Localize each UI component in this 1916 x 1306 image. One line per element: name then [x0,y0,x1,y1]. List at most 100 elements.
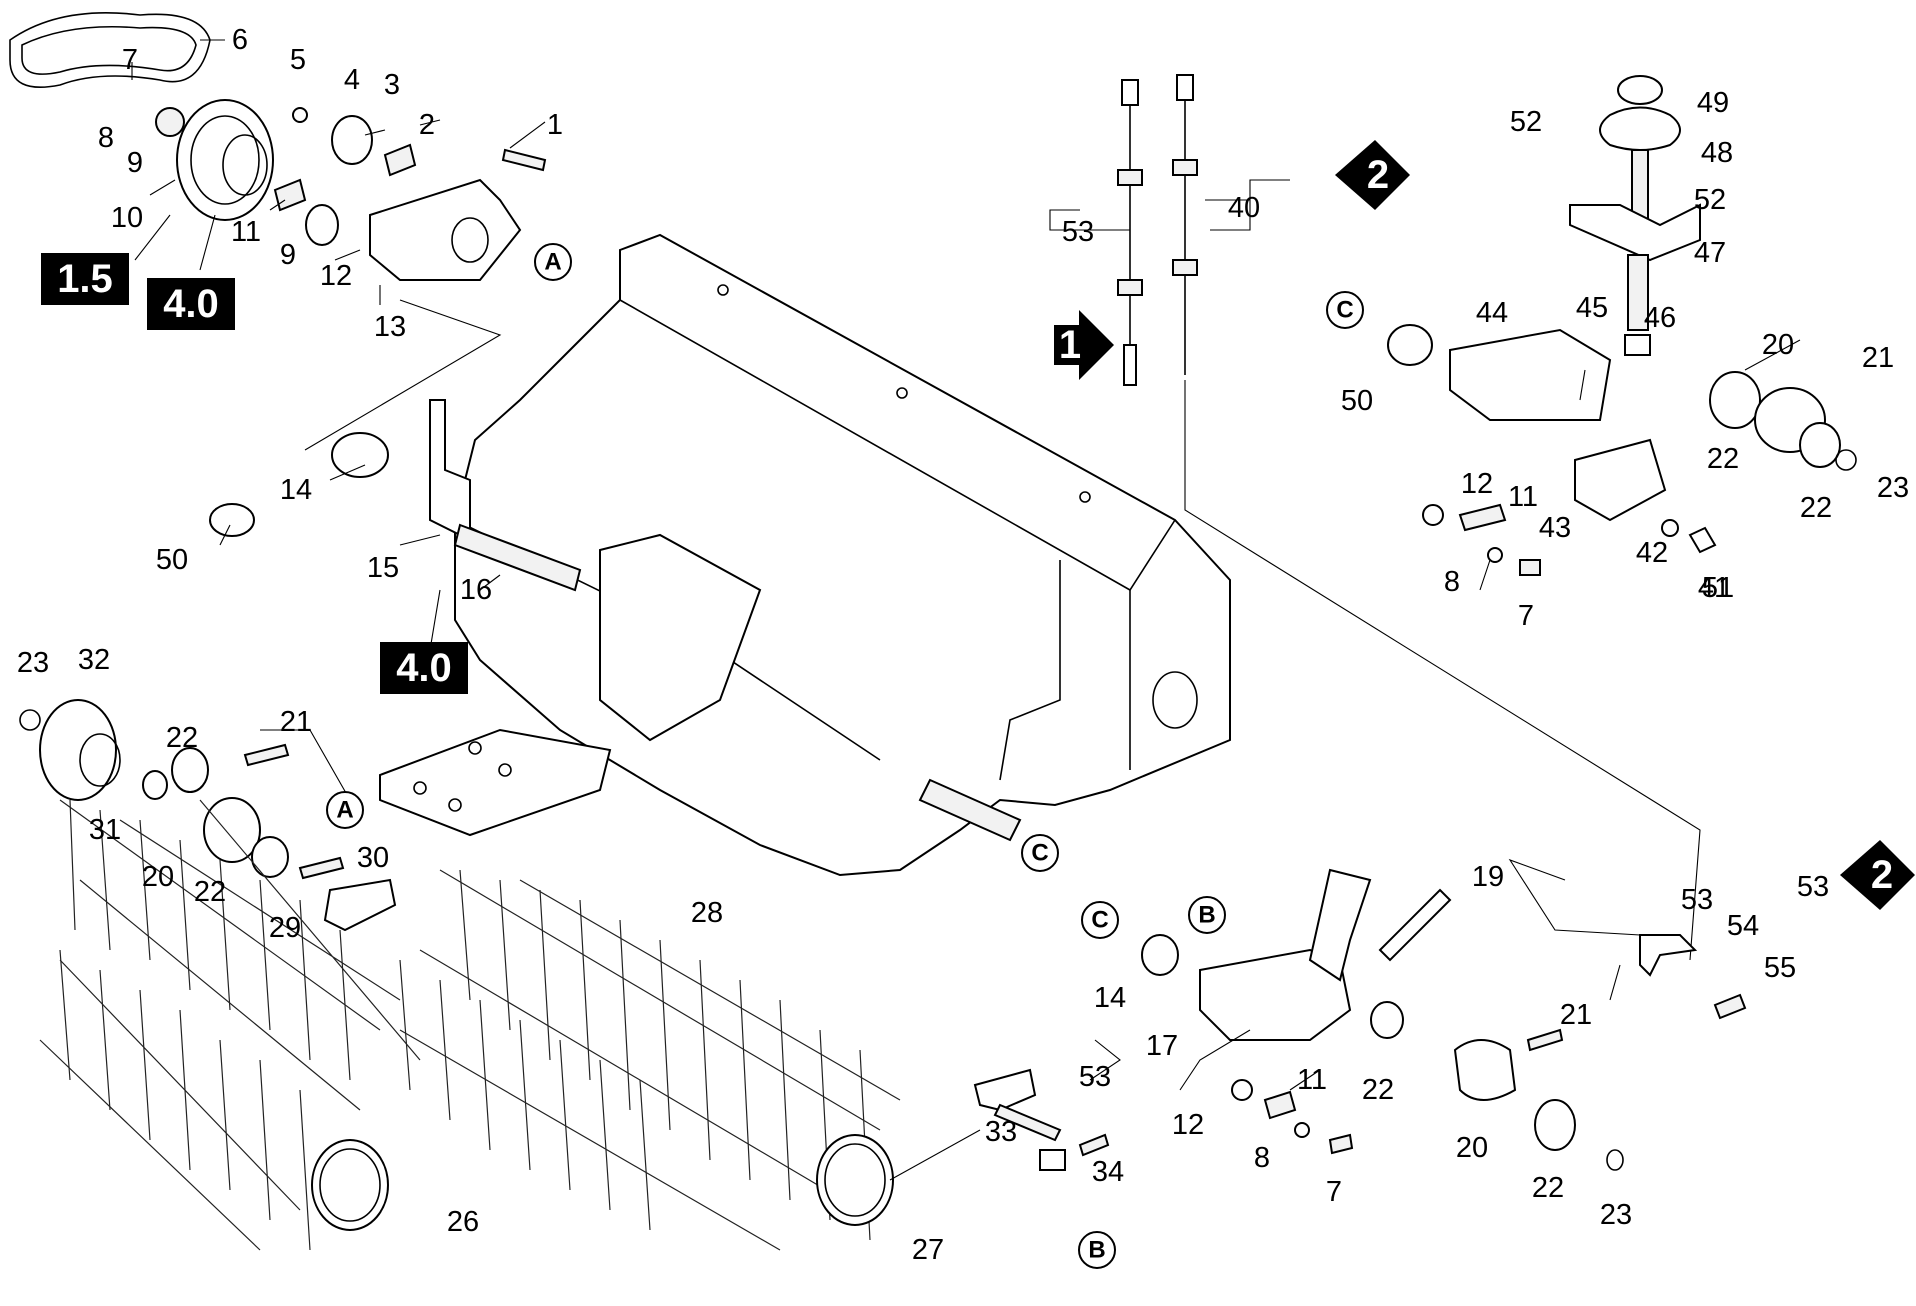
part-label: 12 [1461,468,1493,500]
part-label: 23 [17,647,49,679]
part-label: 26 [447,1206,479,1238]
part-label: 8 [1444,566,1460,598]
ref-letter: C [1031,840,1048,867]
part-label: 22 [1707,443,1739,475]
part-label: 15 [367,552,399,584]
part-label: 1 [547,109,563,141]
part-label: 31 [89,814,121,846]
part-label: 20 [142,861,174,893]
part-label: 53 [1079,1061,1111,1093]
part-label: 22 [194,876,226,908]
part-label: 11 [1508,481,1538,513]
part-label: 27 [912,1234,944,1266]
ref-letter: B [1088,1237,1105,1264]
part-label: 17 [1146,1030,1178,1062]
connector-arrow-number: 2 [1367,153,1389,197]
part-label: 33 [985,1116,1017,1148]
part-label: 52 [1694,184,1726,216]
ref-letter: A [336,797,353,824]
part-label: 23 [1877,472,1909,504]
brush-roller-left [39,799,421,1251]
part-label: 21 [1862,342,1894,374]
part-label: 55 [1764,952,1796,984]
part-label: 10 [111,202,143,234]
connector-arrow-number: 1 [1059,323,1081,367]
part-label: 5 [290,44,306,76]
adjustment-mechanism [1387,75,1857,576]
part-label: 22 [1800,492,1832,524]
part-label: 20 [1456,1132,1488,1164]
ref-letter: A [544,249,561,276]
part-label: 7 [1518,600,1534,632]
part-label: 44 [1476,297,1508,329]
part-label: 7 [1326,1176,1342,1208]
part-label: 50 [1341,385,1373,417]
part-number-labels: 1 2 3 4 5 6 7 8 9 10 11 9 12 13 14 50 15… [17,24,1909,1266]
part-label: 16 [460,574,492,606]
part-label: 28 [691,897,723,929]
main-housing [379,233,1231,877]
part-label: 4 [344,64,360,96]
lower-right-assembly [1141,868,1747,1171]
value-box-label: 4.0 [396,646,452,690]
part-label: 40 [1228,192,1260,224]
part-label: 53 [1062,216,1094,248]
part-label: 51 [1702,572,1734,604]
part-label: 45 [1576,292,1608,324]
part-label: 23 [1600,1199,1632,1231]
part-label: 9 [127,147,143,179]
part-label: 22 [166,722,198,754]
part-label: 12 [1172,1109,1204,1141]
value-box-label: 1.5 [57,257,113,301]
part-label: 47 [1694,237,1726,269]
part-label: 22 [1362,1074,1394,1106]
part-label: 7 [122,44,138,76]
part-label: 54 [1727,910,1759,942]
leader-lines [131,39,1801,1181]
value-box-label: 4.0 [163,282,219,326]
part-label: 20 [1762,329,1794,361]
pulley-assembly [9,12,547,537]
part-label: 53 [1797,871,1829,903]
part-label: 14 [1094,982,1126,1014]
part-label: 8 [98,122,114,154]
part-label: 11 [1297,1064,1327,1096]
part-label: 8 [1254,1142,1270,1174]
part-label: 9 [280,239,296,271]
part-label: 29 [269,912,301,944]
ref-letter: B [1198,902,1215,929]
part-label: 21 [280,706,312,738]
part-label: 52 [1510,106,1542,138]
part-label: 6 [232,24,248,56]
part-label: 22 [1532,1172,1564,1204]
connector-arrows: 1 2 2 [1054,140,1915,910]
lower-pulley-assembly [19,699,397,932]
ref-letter: C [1336,297,1353,324]
connector-arrow-number: 2 [1871,853,1893,897]
part-label: 49 [1697,87,1729,119]
brush-roller-right [399,869,1110,1251]
part-label: 53 [1681,884,1713,916]
part-label: 21 [1560,999,1592,1031]
part-label: 2 [419,109,435,141]
part-label: 42 [1636,537,1668,569]
part-label: 50 [156,544,188,576]
part-label: 13 [374,311,406,343]
part-label: 46 [1644,302,1676,334]
part-label: 3 [384,69,400,101]
ref-letter: C [1091,907,1108,934]
cable-assembly [1117,74,1701,961]
part-label: 30 [357,842,389,874]
part-label: 12 [320,260,352,292]
part-label: 43 [1539,512,1571,544]
part-label: 48 [1701,137,1733,169]
part-label: 32 [78,644,110,676]
part-label: 14 [280,474,312,506]
reference-letters: A A C C C B B [326,243,1364,1269]
part-label: 34 [1092,1156,1124,1188]
value-boxes: 1.5 4.0 4.0 [41,253,468,694]
part-label: 41 [1698,572,1730,604]
part-label: 11 [231,216,261,248]
part-label: 19 [1472,861,1504,893]
